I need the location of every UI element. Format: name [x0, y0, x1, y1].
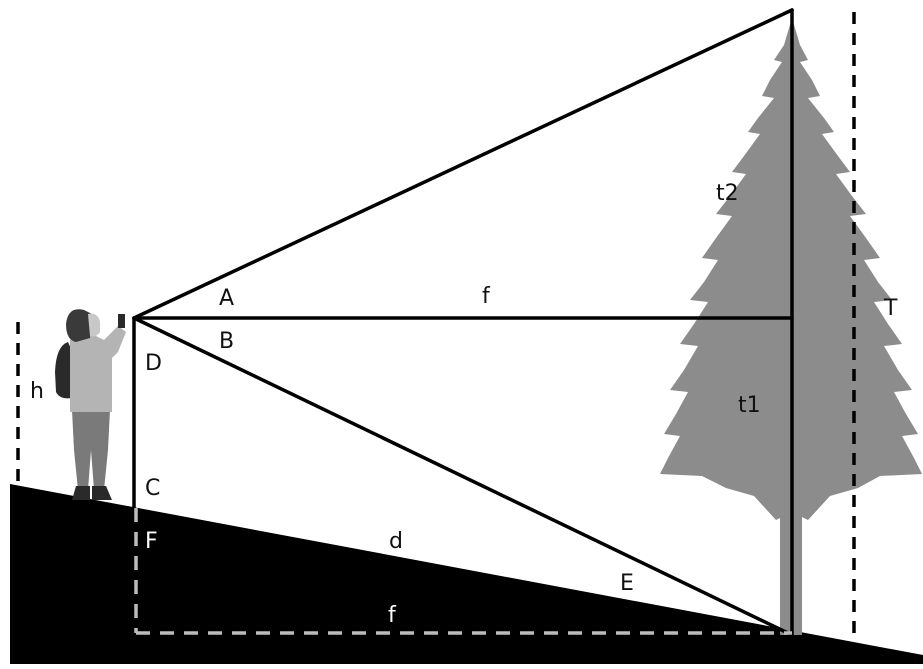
- label-B: B: [219, 329, 234, 354]
- ground-slope: [10, 484, 923, 664]
- label-F: F: [145, 529, 158, 554]
- label-t1: t1: [738, 393, 761, 418]
- label-D: D: [145, 351, 162, 376]
- label-E: E: [620, 571, 634, 596]
- label-C: C: [145, 476, 160, 501]
- label-T: T: [883, 296, 898, 321]
- person-face: [88, 313, 100, 337]
- person-boots: [72, 486, 112, 500]
- label-A: A: [219, 286, 234, 311]
- label-d: d: [389, 529, 403, 554]
- label-f-bottom: f: [388, 603, 397, 628]
- label-f-top: f: [482, 284, 491, 309]
- person-jacket: [70, 326, 126, 412]
- label-t2: t2: [716, 181, 739, 206]
- labels: A f B D C F d E f h T t1 t2: [30, 181, 898, 628]
- dashed-guides: [16, 12, 856, 636]
- line-to-treetop: [132, 8, 794, 320]
- person-observer: [55, 309, 126, 500]
- phone-icon: [118, 314, 125, 328]
- label-h: h: [30, 379, 44, 404]
- sight-lines: [132, 8, 794, 637]
- person-hair: [66, 309, 92, 342]
- person-legs: [72, 410, 110, 490]
- line-to-tree-base: [132, 316, 794, 637]
